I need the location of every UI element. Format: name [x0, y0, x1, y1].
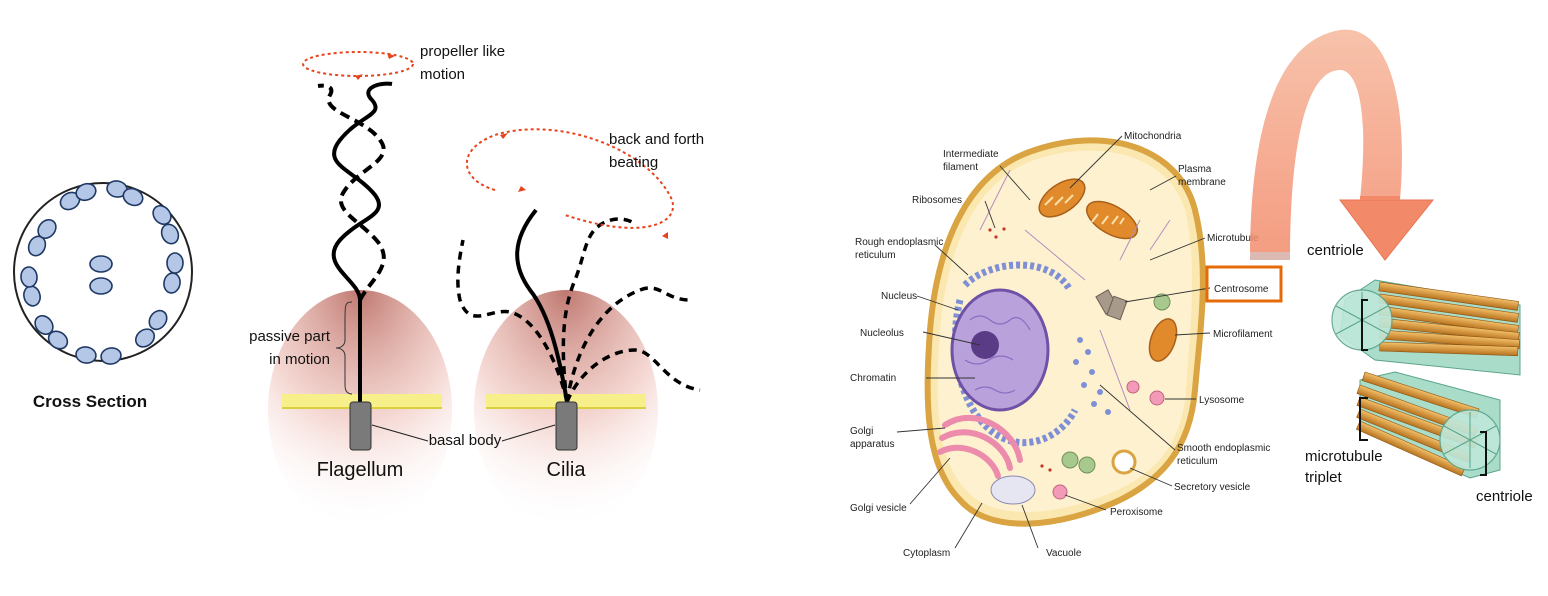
label-smooth-er-1: Smooth endoplasmic [1177, 443, 1270, 454]
label-peroxisome: Peroxisome [1110, 507, 1163, 518]
cilia-basal-body [555, 401, 578, 451]
flagellum-basal-body [349, 401, 372, 451]
cilia-label: Cilia [547, 459, 587, 481]
microtubule-doublets [20, 180, 184, 365]
flagellum-cilia-panel: passive part in motion propeller like mo… [249, 43, 704, 530]
label-intermediate-filament-2: filament [943, 162, 978, 173]
centriole-bottom [1355, 371, 1501, 479]
propeller-label-line1: propeller like [420, 43, 505, 60]
label-nucleus: Nucleus [881, 291, 917, 302]
label-golgi-apparatus-1: Golgi [850, 426, 873, 437]
label-vacuole: Vacuole [1046, 548, 1082, 559]
flagellum-label: Flagellum [317, 459, 404, 481]
vacuole [990, 475, 1036, 505]
cilia-solid [515, 208, 569, 403]
propeller-motion-ring [302, 51, 414, 77]
centrosome [1095, 289, 1128, 321]
nucleus [950, 288, 1050, 412]
propeller-label-line2: motion [420, 66, 465, 83]
label-microfilament: Microfilament [1213, 329, 1273, 340]
label-centriole-top: centriole [1307, 242, 1364, 259]
centriole-top [1331, 279, 1521, 376]
label-centriole-bottom: centriole [1476, 488, 1533, 505]
label-nucleolus: Nucleolus [860, 328, 904, 339]
mitochondria [1038, 178, 1178, 362]
beating-motion-arc [465, 128, 674, 229]
lysosome [1149, 390, 1165, 406]
label-intermediate-filament-1: Intermediate [943, 149, 999, 160]
cross-section: Cross Section [13, 180, 193, 411]
golgi-apparatus [937, 414, 1023, 479]
basal-body-label: basal body [429, 432, 502, 449]
label-microtubule-triplet-1: microtubule [1305, 448, 1383, 465]
label-mitochondria: Mitochondria [1124, 131, 1182, 142]
label-centrosome: Centrosome [1214, 284, 1269, 295]
cross-section-caption: Cross Section [33, 392, 147, 411]
flagellum-dashed [317, 83, 386, 301]
peroxisome [1052, 484, 1068, 500]
passive-label-line1: passive part [249, 328, 331, 345]
label-microtubule-triplet-2: triplet [1305, 469, 1343, 486]
label-golgi-apparatus-2: apparatus [850, 439, 894, 450]
label-cytoplasm: Cytoplasm [903, 548, 950, 559]
label-golgi-vesicle: Golgi vesicle [850, 503, 907, 514]
label-smooth-er-2: reticulum [1177, 456, 1218, 467]
centrosome-highlight-box [1205, 265, 1283, 303]
label-plasma-membrane-2: membrane [1178, 177, 1226, 188]
label-plasma-membrane-1: Plasma [1178, 164, 1212, 175]
label-microtubule: Microtubule [1207, 233, 1259, 244]
passive-label-line2: in motion [269, 351, 330, 368]
label-chromatin: Chromatin [850, 373, 896, 384]
label-lysosome: Lysosome [1199, 395, 1245, 406]
nucleolus [971, 331, 999, 359]
beating-label-line2: beating [609, 154, 658, 171]
beating-label-line1: back and forth [609, 131, 704, 148]
label-rough-er-2: reticulum [855, 250, 896, 261]
label-rough-er-1: Rough endoplasmic [855, 237, 943, 248]
secretory-vesicle [1111, 449, 1137, 475]
centriole-illustration: centriole microtubule triplet centriole [1305, 242, 1533, 505]
label-secretory-vesicle: Secretory vesicle [1174, 482, 1251, 493]
zoom-arrow [1250, 29, 1435, 261]
label-ribosomes: Ribosomes [912, 195, 962, 206]
animal-cell: Intermediate filament Ribosomes Rough en… [850, 131, 1283, 559]
